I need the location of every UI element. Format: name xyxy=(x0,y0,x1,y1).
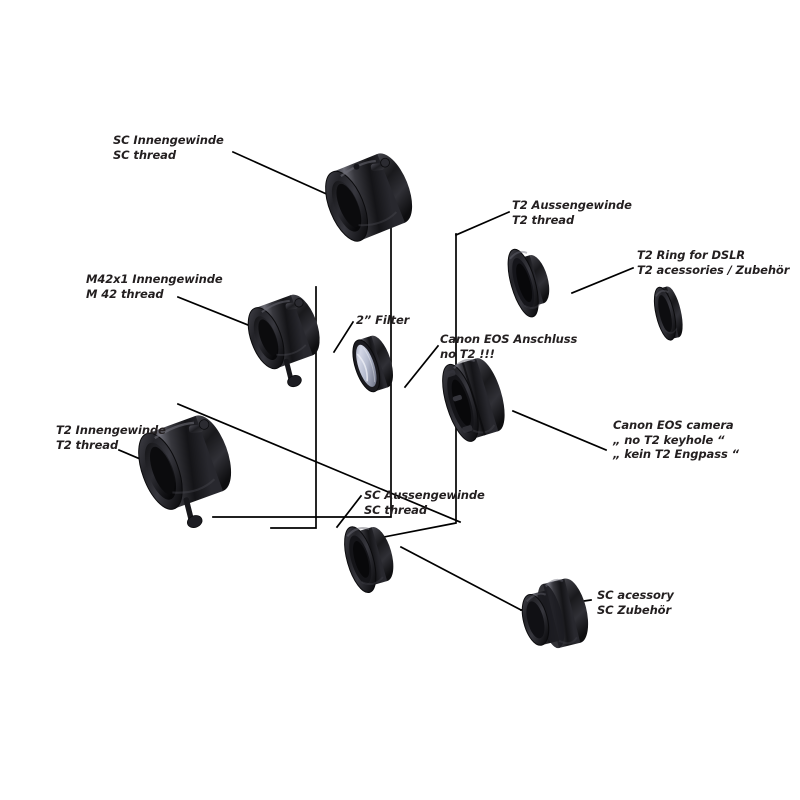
label-line: T2 acessories / Zubehör xyxy=(637,262,790,277)
bracket-sc-down xyxy=(399,545,523,612)
label-line: SC thread xyxy=(364,502,427,517)
label-filter-2-inch: 2” Filter xyxy=(356,313,409,328)
label-line: SC Zubehör xyxy=(597,602,672,617)
label-canon-eos-anschluss: Canon EOS Anschluss no T2 !!! xyxy=(440,332,577,361)
thumbscrew xyxy=(285,298,304,310)
hanging-thumbscrew xyxy=(183,497,203,528)
label-canon-eos-camera: Canon EOS camera „ no T2 keyhole “ „ kei… xyxy=(613,418,739,462)
label-line: Canon EOS camera xyxy=(613,418,734,432)
component-sc-male-ring xyxy=(344,526,394,594)
leader-line-canon-camera xyxy=(511,409,608,452)
leader-line-canon-mount xyxy=(403,344,440,389)
label-t2-innengewinde: T2 Innengewinde T2 thread xyxy=(56,423,166,452)
thumbscrew xyxy=(370,157,390,171)
leader-line-t2-dslr xyxy=(570,266,635,295)
label-line: M42x1 Innengewinde xyxy=(86,272,223,286)
label-line: T2 thread xyxy=(56,437,119,452)
label-line: SC thread xyxy=(113,147,176,162)
label-line: T2 Innengewinde xyxy=(56,423,166,437)
leader-line-sc-thread xyxy=(231,150,333,198)
label-line: „ kein T2 Engpass “ xyxy=(613,447,739,461)
label-sc-aussengewinde: SC Aussengewinde SC thread xyxy=(364,488,485,517)
label-line: M 42 thread xyxy=(86,286,164,301)
component-sc-thread-ring xyxy=(325,153,413,242)
leader-line-t2-male xyxy=(454,210,511,237)
leader-line-network xyxy=(117,150,635,612)
bracket-t2-to-sc xyxy=(352,233,457,544)
label-sc-acessory: SC acessory SC Zubehör xyxy=(597,588,674,617)
component-filter-2inch xyxy=(352,335,393,393)
label-line: T2 Ring for DSLR xyxy=(637,248,746,262)
hanging-thumbscrew xyxy=(283,358,302,388)
component-sc-accessory xyxy=(521,578,589,649)
label-line: T2 thread xyxy=(512,212,575,227)
label-t2-ring-dslr: T2 Ring for DSLR T2 acessories / Zubehör xyxy=(637,248,789,277)
leader-line-filter xyxy=(332,320,355,354)
component-t2-dslr-ring xyxy=(653,286,683,341)
label-line: Canon EOS Anschluss xyxy=(440,332,578,346)
label-line: SC acessory xyxy=(597,588,674,602)
component-t2-male-ring xyxy=(507,248,550,318)
component-canon-eos-mount xyxy=(442,358,505,442)
bracket-filter-cross xyxy=(176,402,462,524)
label-line: SC Innengewinde xyxy=(113,133,224,147)
label-line: SC Aussengewinde xyxy=(364,488,485,502)
label-line: 2” Filter xyxy=(356,313,410,327)
label-line: „ no T2 keyhole “ xyxy=(613,432,725,447)
label-m42-innengewinde: M42x1 Innengewinde M 42 thread xyxy=(86,272,223,301)
bracket-sc-to-t2 xyxy=(212,213,392,518)
leader-line-sc-male xyxy=(335,494,363,529)
label-line: no T2 !!! xyxy=(440,346,495,361)
label-t2-aussengewinde: T2 Aussengewinde T2 thread xyxy=(512,198,632,227)
thumbscrew xyxy=(188,419,210,434)
component-m42-thread-ring xyxy=(247,294,320,388)
label-sc-innengewinde: SC Innengewinde SC thread xyxy=(113,133,224,162)
bracket-m42-to-bottom xyxy=(270,286,317,529)
leader-line-m42-thread xyxy=(176,295,255,329)
label-line: T2 Aussengewinde xyxy=(512,198,632,212)
component-t2-thread-ring xyxy=(138,415,232,528)
